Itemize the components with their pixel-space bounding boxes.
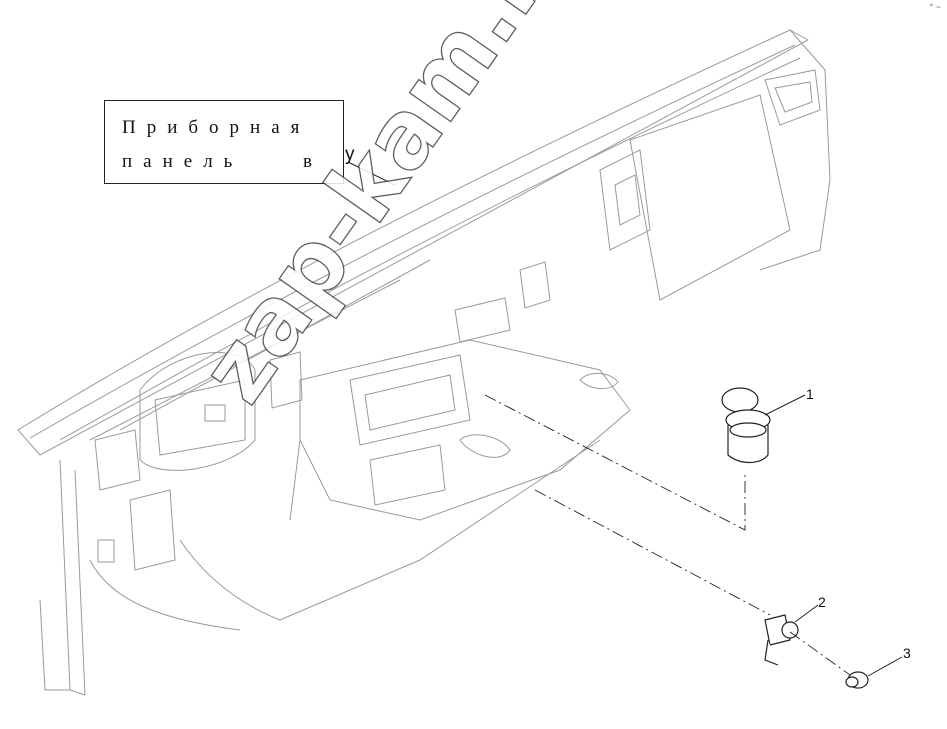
glovebox [629,94,791,301]
center-console [299,339,631,521]
assembly-line-2 [534,489,771,616]
callout-3: 3 [903,645,911,661]
leader-2 [794,604,819,623]
cup-holder-icon [721,387,771,464]
left-column [59,459,86,696]
corner-mark: ° ~ [929,2,941,12]
instrument-cluster [139,352,256,471]
label-tail: у [345,144,355,165]
label-line-2-word: панель [122,151,244,172]
socket-bracket-icon [764,614,799,666]
label-line-2-end: в [303,151,323,172]
label-line-1: Приборная [122,117,311,138]
callout-2: 2 [818,594,826,610]
dash-right-end [759,29,831,271]
callout-1: 1 [806,386,814,402]
leader-1 [764,394,806,416]
leader-label [347,161,396,186]
part-label-box: Приборная панель в [104,100,344,184]
dash-top-edge [17,29,810,456]
assembly-line-3 [789,631,851,676]
socket-cap-icon [845,671,869,689]
leader-3 [867,656,903,677]
assembly-line-1 [484,394,746,531]
